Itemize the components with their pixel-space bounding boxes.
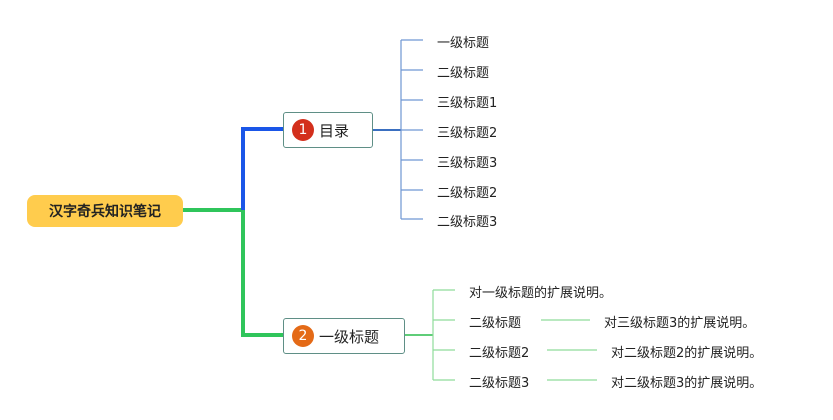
number-badge-2: 2 [292,325,314,347]
number-badge-1: 1 [292,119,314,141]
leaf-node[interactable]: 三级标题1 [437,96,498,111]
leaf-node[interactable]: 二级标题2 [437,186,498,201]
note-node[interactable]: 对二级标题2的扩展说明。 [611,346,763,361]
note-node[interactable]: 对三级标题3的扩展说明。 [604,316,756,331]
leaf-node[interactable]: 二级标题 [469,316,522,331]
leaf-node[interactable]: 对一级标题的扩展说明。 [469,286,613,301]
leaf-node[interactable]: 三级标题3 [437,156,498,171]
connector-branch-1 [241,127,283,210]
leaf-node[interactable]: 一级标题 [437,36,490,51]
root-node[interactable]: 汉字奇兵知识笔记 [27,195,183,227]
leaf-node[interactable]: 二级标题3 [437,215,498,230]
leaf-node[interactable]: 二级标题3 [469,376,530,391]
leaf-node[interactable]: 二级标题 [437,66,490,81]
branch-label: 一级标题 [319,327,380,346]
note-node[interactable]: 对二级标题3的扩展说明。 [611,376,763,391]
leaf-node[interactable]: 二级标题2 [469,346,530,361]
branch-node-heading[interactable]: 2 一级标题 [283,318,405,354]
leaf-node[interactable]: 三级标题2 [437,126,498,141]
connector-branch-2 [241,210,283,337]
branch-node-contents[interactable]: 1 目录 [283,112,373,148]
branch-label: 目录 [319,121,350,140]
root-label: 汉字奇兵知识笔记 [49,204,161,220]
